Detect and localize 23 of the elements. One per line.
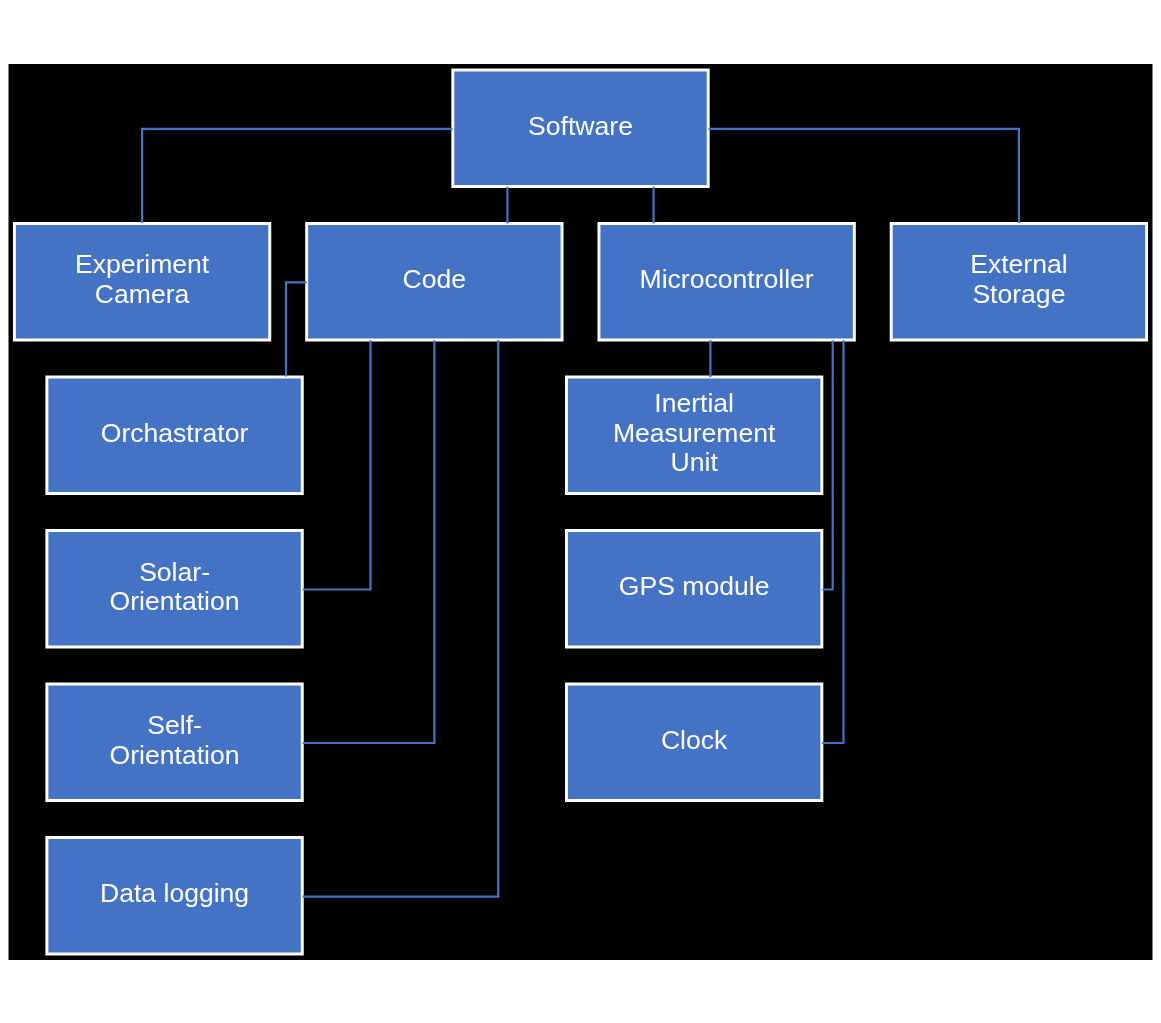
connector	[652, 186, 655, 223]
connector	[708, 127, 1020, 223]
connector	[141, 127, 453, 223]
connector	[506, 186, 509, 223]
node-box: Data logging	[45, 835, 304, 956]
connector	[709, 339, 712, 377]
node-box: Orchastrator	[45, 374, 304, 495]
node-box: Solar- Orientation	[45, 528, 304, 649]
connector	[302, 339, 436, 744]
connector	[302, 339, 372, 591]
node-box: Inertial Measurement Unit	[565, 374, 824, 495]
node-box: Microcontroller	[597, 221, 856, 341]
node-box: Code	[305, 221, 564, 341]
connector	[302, 339, 500, 898]
node-box: Experiment Camera	[12, 221, 272, 341]
node-box: Software	[451, 67, 710, 188]
node-box: External Storage	[889, 221, 1149, 341]
connector	[284, 280, 307, 377]
node-box: GPS module	[565, 528, 824, 649]
connector	[822, 339, 834, 591]
node-box: Self- Orientation	[45, 682, 304, 802]
node-box: Clock	[565, 682, 824, 802]
connector	[822, 339, 845, 744]
